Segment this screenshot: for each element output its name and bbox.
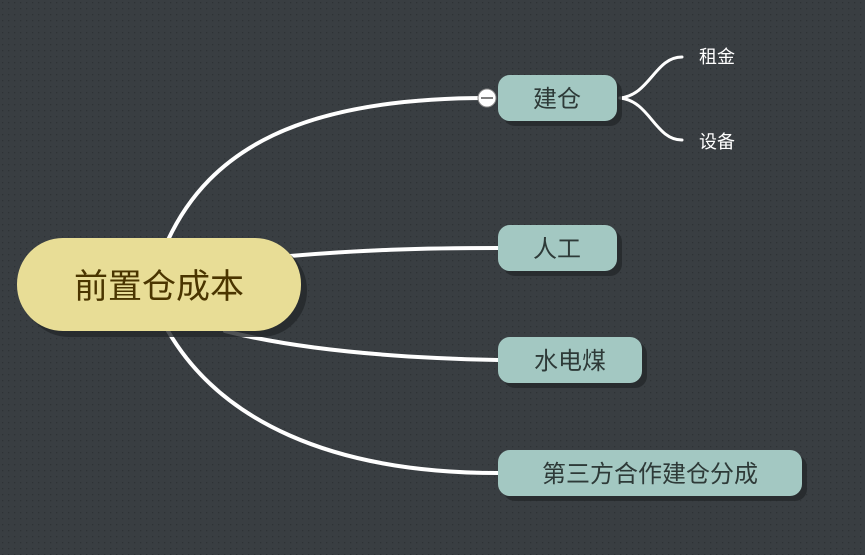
connector-shuidianmei <box>223 329 500 362</box>
connector-rengong <box>288 246 500 258</box>
leaf-node-shebei[interactable]: 设备 <box>699 132 735 153</box>
minus-circle-icon[interactable] <box>477 88 497 108</box>
connector-zujin <box>618 55 684 100</box>
branch-node-rengong[interactable]: 人工 <box>498 225 622 276</box>
root-label: 前置仓成本 <box>74 267 244 307</box>
connector-disanfang <box>166 329 500 475</box>
branch-label: 人工 <box>533 235 581 263</box>
connector-jiancang <box>166 96 489 242</box>
leaf-node-zujin[interactable]: 租金 <box>699 47 735 68</box>
branch-node-shuidianmei[interactable]: 水电煤 <box>498 337 647 388</box>
branch-label: 水电煤 <box>534 347 606 375</box>
branch-label: 建仓 <box>533 85 581 113</box>
connector-shebei <box>618 96 684 142</box>
branch-label: 第三方合作建仓分成 <box>542 460 758 488</box>
root-node[interactable]: 前置仓成本 <box>17 238 307 337</box>
branch-node-jiancang[interactable]: 建仓 <box>498 75 622 126</box>
branch-node-disanfang[interactable]: 第三方合作建仓分成 <box>498 450 807 501</box>
